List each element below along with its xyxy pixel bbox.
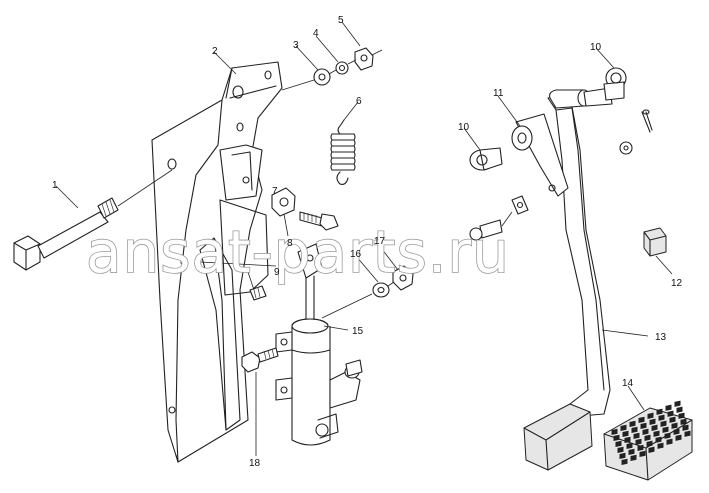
pad-grip-cell [644,434,651,441]
pad-grip-cell [655,436,662,443]
callout-17: 17 [374,236,386,247]
callout-8: 8 [287,238,293,249]
bolt-18-part [241,347,279,373]
pad-grip-cell [642,428,649,435]
pad-grip-cell [667,410,674,417]
pad-grip-cell [666,438,673,445]
pad-grip-cell [648,446,655,453]
screw-9-part [249,285,267,301]
pad-grip-cell [628,448,635,455]
pedal-pad-rubber-part [603,400,693,481]
pad-grip-cell [620,424,627,432]
long-bolt-part [13,169,173,271]
callout-18: 18 [249,458,261,469]
bolt-8-part [299,211,339,231]
watermark-text: ansat-parts.ru [86,218,510,286]
pad-grip-cell [676,406,683,413]
callout-14: 14 [622,378,634,389]
pad-grip-cell [674,400,681,407]
assembly-line [281,79,315,91]
pad-grip-cell [680,418,687,425]
pad-grip-cell [638,416,645,423]
pad-grip-cell [653,430,660,437]
pad-grip-cell [621,458,628,466]
return-spring-part [330,119,356,185]
nut-5-part [354,47,374,71]
clevis-pin-part [469,195,529,241]
pad-grip-cell [651,424,658,431]
bushing-upper-part [603,67,627,101]
pin-washer-part [619,141,633,155]
cotter-pin-part [641,109,653,133]
pad-grip-cell [682,424,689,431]
pad-grip-cell [684,430,691,437]
pad-grip-cell [635,438,642,445]
callout-6: 6 [356,96,362,107]
callout-5: 5 [338,15,344,26]
nut-7-part [271,187,296,217]
washer-3-part [313,68,331,86]
pedal-stop-part [643,227,667,257]
bushing-lower-part [469,147,503,171]
clutch-pedal-lever-part [511,87,613,471]
pad-grip-cell [637,444,644,451]
callout-1: 1 [52,180,58,191]
pad-grip-cell [624,436,631,444]
callout-2: 2 [212,46,218,57]
pedal-bracket-part [151,61,283,463]
pad-grip-cell [613,434,620,442]
clutch-master-cylinder-part [275,243,363,446]
pad-grip-cell [675,434,682,441]
pad-grip-cell [658,414,665,421]
pad-grip-cell [626,442,633,450]
pad-grip-cell [657,442,664,449]
pad-grip-cell [633,432,640,439]
pad-grip-cell [647,412,654,419]
pad-grip-cell [671,422,678,429]
pad-grip-cell [656,408,663,415]
pad-grip-cell [673,428,680,435]
pad-grip-cell [631,426,638,433]
assembly-line [321,293,373,319]
pad-grip-cell [678,412,685,419]
spring-washer-4-part [335,61,349,75]
callout-3: 3 [293,40,299,51]
washer-16-part [372,282,390,298]
callout-4: 4 [313,28,319,39]
callout-15: 15 [352,326,364,337]
callout-7: 7 [272,186,278,197]
pad-grip-cell [622,430,629,438]
assembly-line [387,281,395,287]
pad-grip-cell [640,422,647,429]
nut-17-part [392,265,414,291]
pad-grip-cell [665,404,672,411]
pad-grip-cell [629,420,636,427]
callout-13: 13 [655,332,667,343]
callout-16: 16 [350,249,362,260]
pad-grip-cell [662,426,669,433]
callout-leaders [55,21,673,456]
pad-grip-cell [639,450,646,457]
pad-grip-cell [646,440,653,447]
pad-grip-cell [664,432,671,439]
pad-grip-cell [611,428,618,436]
callout-10-lower: 10 [458,122,470,133]
pad-grip-cell [619,452,626,460]
callout-12: 12 [671,278,683,289]
pad-grip-cell [660,420,667,427]
callout-9: 9 [274,267,280,278]
assembly-line [328,49,383,75]
callout-10-upper: 10 [590,42,602,53]
callout-11: 11 [493,88,504,99]
pad-grip-cell [615,440,622,448]
pad-grip-cell [669,416,676,423]
pad-grip-cell [617,446,624,454]
pad-grip-cell [649,418,656,425]
pad-grip-cell [630,454,637,461]
